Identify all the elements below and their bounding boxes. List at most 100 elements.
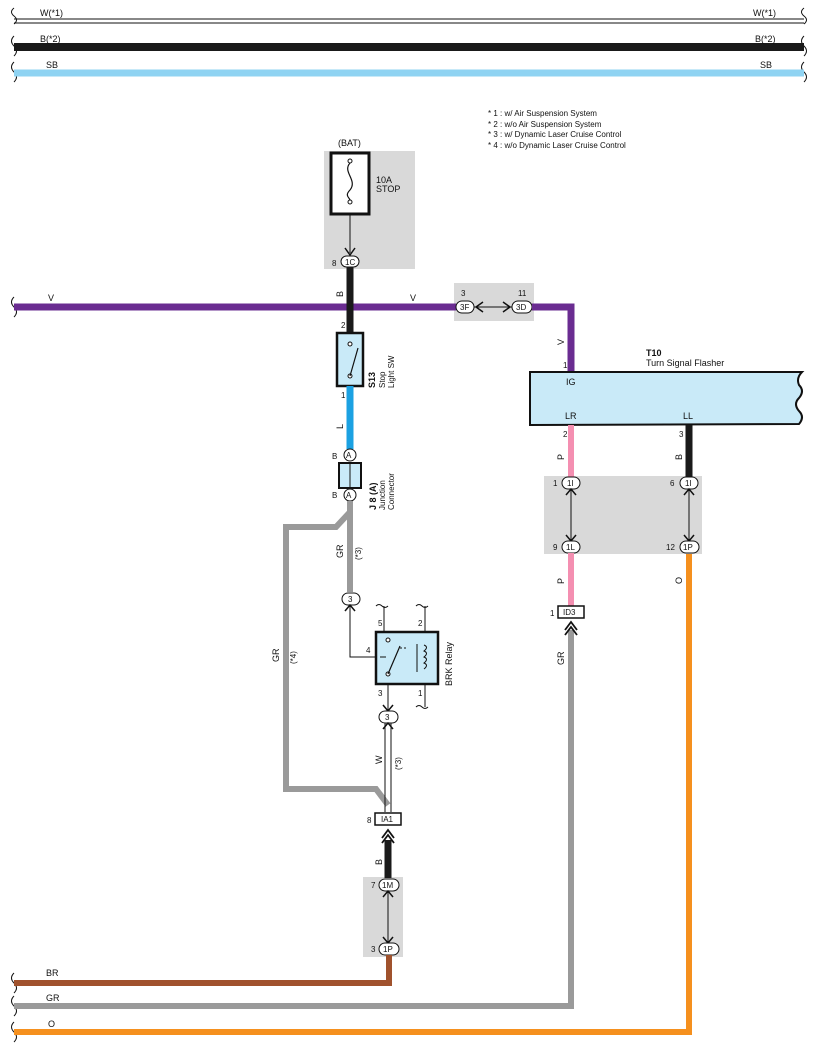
flasher-pin-ll: 3	[679, 430, 684, 439]
fuse-rating: 10A	[376, 175, 392, 185]
c1p-bottom-pin: 3	[371, 945, 376, 954]
bus-br-label: BR	[46, 968, 59, 978]
switch-id: S13	[367, 372, 377, 388]
connector-3f-label: 3F	[460, 303, 469, 312]
wire-o-label: O	[674, 577, 684, 584]
splice-pin-right: 11	[518, 289, 527, 298]
c1p-pin: 12	[666, 543, 675, 552]
arrow-left-icon	[474, 301, 484, 313]
chevron-up-icon	[564, 625, 578, 636]
connector-1i-a-label: 1I	[567, 479, 574, 488]
fuse-conn-pin: 8	[332, 259, 337, 268]
bus-b	[11, 35, 807, 57]
wire-b-ll-label: B	[674, 454, 684, 460]
brk-relay	[374, 630, 440, 686]
wire-p1-label: P	[556, 454, 566, 460]
fuse-icon	[346, 162, 353, 201]
id3-pin: 1	[550, 609, 555, 618]
connector-1p	[679, 540, 700, 554]
turn-signal-flasher	[529, 371, 805, 427]
relay-coil-icon	[423, 644, 427, 670]
switch-name-1: Stop	[378, 371, 387, 388]
junction-id: J 8 (A)	[368, 482, 378, 510]
relay-conn-in	[341, 592, 361, 606]
connector-1m	[378, 878, 400, 892]
junction-term-bottom-label: A	[346, 491, 352, 500]
bus-b-label-left: B(*2)	[40, 34, 61, 44]
relay-conn-out-label: 3	[385, 713, 390, 722]
connector-ia1-label: IA1	[381, 815, 394, 824]
chevron-up-icon	[564, 620, 578, 631]
junction-pin-top: B	[332, 452, 337, 461]
wire-gr-b	[283, 509, 391, 807]
junction-name-2: Connector	[387, 473, 396, 510]
fuse-node-bottom	[347, 199, 353, 205]
switch-pin-bottom: 1	[341, 391, 346, 400]
bus-o-label: O	[48, 1019, 55, 1029]
flasher-wire-in-label: V	[556, 339, 566, 345]
bus-sb-label-left: SB	[46, 60, 58, 70]
flasher-name: Turn Signal Flasher	[646, 358, 724, 368]
bus-b-label-right: B(*2)	[755, 34, 776, 44]
bus-w	[11, 7, 807, 25]
flasher-ll-label: LL	[683, 411, 693, 421]
fuse-source: (BAT)	[338, 138, 361, 148]
bus-gr-label: GR	[46, 993, 60, 1003]
connector-1p-label: 1P	[683, 543, 693, 552]
flasher-pin-lr: 2	[563, 430, 568, 439]
wire-b-label: B	[335, 291, 345, 297]
wire-p2-label: P	[556, 578, 566, 584]
bus-sb-label-right: SB	[760, 60, 772, 70]
wire-br	[14, 955, 392, 986]
bus-w-label-right: W(*1)	[753, 8, 776, 18]
note-2: * 2 : w/o Air Suspension System	[488, 120, 602, 129]
relay-pin3: 3	[378, 689, 383, 698]
c1m-pin: 7	[371, 881, 376, 890]
relay-conn-in-label: 3	[348, 595, 353, 604]
wire-gr-a-note: (*3)	[354, 547, 363, 560]
connector-id3	[557, 605, 585, 619]
switch-contact-icon	[349, 347, 359, 377]
note-1: * 1 : w/ Air Suspension System	[488, 109, 597, 118]
wire-w-label: W	[374, 755, 384, 764]
wire-gr-bottom	[14, 630, 574, 1009]
fuse-name: STOP	[376, 184, 400, 194]
c1i-b-pin: 6	[670, 479, 675, 488]
arrow-down-icon	[344, 247, 356, 257]
relay-pin1: 1	[418, 689, 423, 698]
wire-gr-b-note: (*4)	[289, 651, 298, 664]
connector-1l-label: 1L	[566, 543, 575, 552]
arrow-right-icon	[502, 301, 512, 313]
chevron-up-icon	[381, 833, 395, 844]
splice-pin-left: 3	[461, 289, 466, 298]
relay-pin2: 2	[418, 619, 423, 628]
note-3: * 3 : w/ Dynamic Laser Cruise Control	[488, 130, 622, 139]
connector-1c-label: 1C	[345, 258, 355, 267]
wire-b2-label: B	[374, 859, 384, 865]
relay-name: BRK Relay	[444, 641, 454, 686]
flasher-lr-label: LR	[565, 411, 577, 421]
wire-v-flasher	[532, 303, 575, 372]
wire-o	[14, 554, 692, 1035]
junction-term-top	[343, 448, 357, 462]
wire-l-label: L	[335, 424, 345, 429]
switch-name-2: Light SW	[387, 355, 396, 388]
junction-name-1: Junction	[378, 480, 387, 510]
note-4: * 4 : w/o Dynamic Laser Cruise Control	[488, 141, 626, 150]
chevron-up-icon	[381, 828, 395, 839]
wire-w-note: (*3)	[394, 757, 403, 770]
c1l-pin: 9	[553, 543, 558, 552]
bus-sb	[11, 61, 807, 83]
relay-pin4: 4	[366, 646, 371, 655]
fuse-node-top	[347, 158, 353, 164]
flasher-pin-ig: 1	[563, 361, 568, 370]
bus-w-label-left: W(*1)	[40, 8, 63, 18]
relay-contact-icon	[387, 645, 401, 675]
wire-v-label-mid: V	[410, 293, 416, 303]
wire-gr-a-label: GR	[335, 544, 345, 558]
connector-1i-b-label: 1I	[685, 479, 692, 488]
wire-v-label-left: V	[48, 293, 54, 303]
junction-pin-bottom: B	[332, 491, 337, 500]
